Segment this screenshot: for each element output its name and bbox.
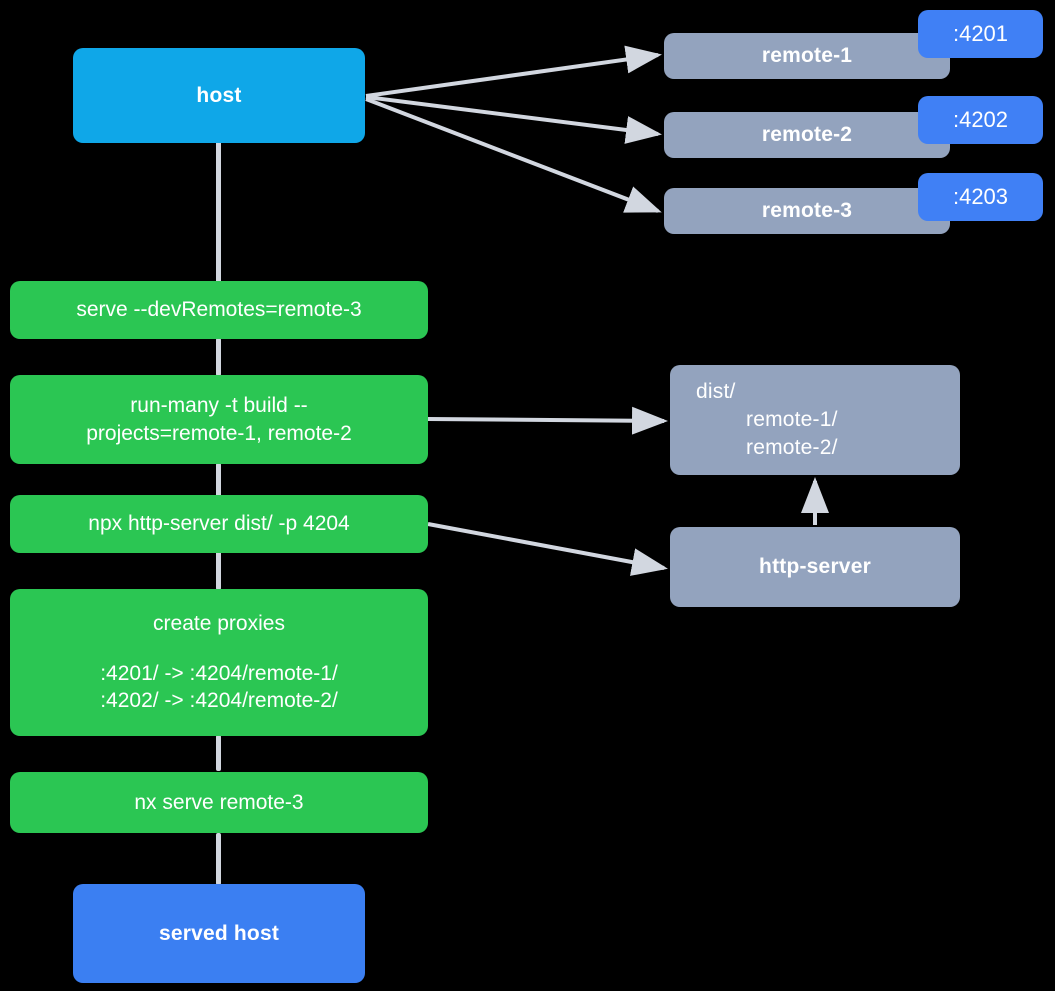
node-host[interactable]: host — [73, 48, 365, 143]
dist-child-remote-2: remote-2/ — [746, 435, 838, 459]
node-command-nx-serve-remote-3-label: nx serve remote-3 — [134, 790, 304, 814]
node-dist-folder[interactable]: dist/ remote-1/ remote-2/ — [670, 365, 960, 475]
badge-remote-3-port-label: :4203 — [952, 184, 1009, 209]
node-command-nx-serve-remote-3[interactable]: nx serve remote-3 — [10, 772, 428, 833]
node-command-serve-label: serve --devRemotes=remote-3 — [76, 298, 362, 322]
node-served-host[interactable]: served host — [73, 884, 365, 983]
node-remote-3[interactable]: remote-3 — [664, 188, 950, 234]
connector-nxserve-to-servedhost — [216, 833, 221, 885]
node-http-server-label: http-server — [759, 555, 871, 579]
connector-proxies-to-nxserve — [216, 735, 221, 771]
dist-root-label: dist/ — [696, 380, 736, 404]
node-command-serve[interactable]: serve --devRemotes=remote-3 — [10, 281, 428, 339]
connector-npx-to-proxies — [216, 548, 221, 590]
badge-remote-1-port-label: :4201 — [952, 21, 1009, 46]
node-command-run-many-label-line2: projects=remote-1, remote-2 — [86, 421, 352, 445]
node-command-run-many[interactable]: run-many -t build -- projects=remote-1, … — [10, 375, 428, 464]
dist-child-remote-1: remote-1/ — [746, 408, 838, 432]
connector-runmany-to-npx — [216, 463, 221, 500]
proxy-rule-1: :4201/ -> :4204/remote-1/ — [100, 661, 338, 685]
edge-npx-to-httpserver — [427, 522, 668, 576]
node-remote-1[interactable]: remote-1 — [664, 33, 950, 79]
proxy-rule-2: :4202/ -> :4204/remote-2/ — [100, 689, 338, 713]
node-host-label: host — [196, 83, 242, 107]
badge-remote-2-port-label: :4202 — [952, 107, 1009, 132]
badge-remote-3-port: :4203 — [918, 173, 1043, 221]
badge-remote-2-port: :4202 — [918, 96, 1043, 144]
node-command-create-proxies[interactable]: create proxies :4201/ -> :4204/remote-1/… — [10, 589, 428, 736]
node-http-server[interactable]: http-server — [670, 527, 960, 607]
connector-serve-to-runmany — [216, 338, 221, 376]
node-remote-2-label: remote-2 — [761, 123, 853, 147]
node-remote-2[interactable]: remote-2 — [664, 112, 950, 158]
connector-host-to-serve — [216, 141, 221, 283]
node-command-create-proxies-title: create proxies — [153, 611, 285, 635]
edge-runmany-to-dist — [427, 406, 668, 435]
edge-host-to-remote-3 — [365, 97, 662, 213]
node-remote-3-label: remote-3 — [761, 199, 853, 223]
node-command-npx-http-server[interactable]: npx http-server dist/ -p 4204 — [10, 495, 428, 553]
node-served-host-label: served host — [158, 921, 280, 945]
node-command-run-many-label-line1: run-many -t build -- — [130, 393, 308, 417]
edge-host-to-remote-2 — [365, 95, 662, 144]
node-remote-1-label: remote-1 — [761, 44, 853, 68]
edge-host-to-remote-1 — [365, 45, 662, 98]
node-command-npx-http-server-label: npx http-server dist/ -p 4204 — [88, 512, 350, 536]
badge-remote-1-port: :4201 — [918, 10, 1043, 58]
